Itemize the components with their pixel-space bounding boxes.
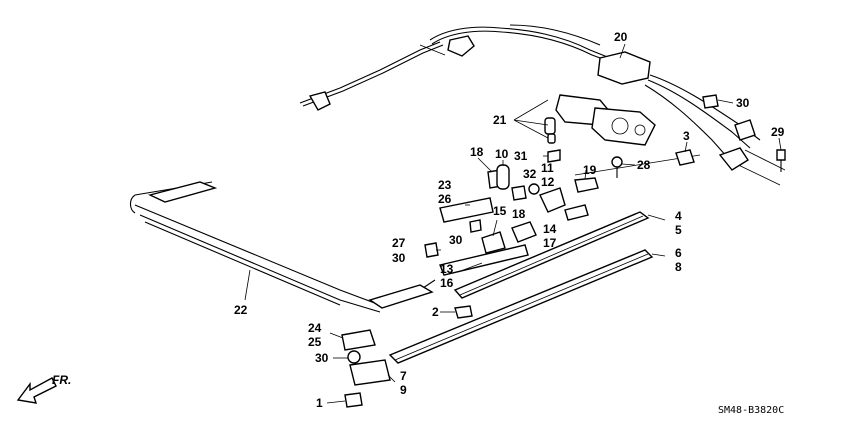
callout-28: 28 bbox=[637, 158, 651, 172]
sunroof-motor bbox=[544, 94, 656, 146]
callout-26: 26 bbox=[438, 192, 452, 206]
leader-lines bbox=[244, 43, 782, 404]
callout-16: 16 bbox=[440, 276, 454, 290]
callout-5: 5 bbox=[675, 223, 682, 237]
callout-27: 27 bbox=[392, 236, 406, 250]
callout-13: 13 bbox=[440, 262, 454, 276]
glass-frame bbox=[129, 181, 436, 313]
callout-12: 12 bbox=[541, 175, 555, 189]
cable-assembly bbox=[299, 24, 786, 186]
front-arrow-icon bbox=[16, 377, 57, 404]
callout-30: 30 bbox=[449, 233, 463, 247]
callout-29: 29 bbox=[771, 125, 785, 139]
callouts: 20 30 21 3 29 28 31 18 10 32 11 12 19 23… bbox=[234, 30, 785, 410]
callout-11: 11 bbox=[541, 161, 554, 175]
callout-30: 30 bbox=[392, 251, 406, 265]
callout-1: 1 bbox=[316, 396, 323, 410]
callout-20: 20 bbox=[614, 30, 628, 44]
callout-23: 23 bbox=[438, 178, 452, 192]
callout-32: 32 bbox=[523, 167, 537, 181]
callout-18: 18 bbox=[512, 207, 526, 221]
small-hardware bbox=[424, 94, 786, 258]
callout-2: 2 bbox=[432, 305, 439, 319]
front-direction-label: FR. bbox=[52, 373, 71, 387]
callout-9: 9 bbox=[400, 383, 407, 397]
callout-21: 21 bbox=[493, 113, 507, 127]
callout-24: 24 bbox=[308, 321, 322, 335]
front-direction-indicator: FR. bbox=[16, 373, 71, 404]
guide-rails bbox=[388, 211, 654, 364]
callout-31: 31 bbox=[514, 149, 528, 163]
drawing-code: SM48-B3820C bbox=[718, 405, 784, 416]
callout-22: 22 bbox=[234, 303, 248, 317]
callout-15: 15 bbox=[493, 204, 507, 218]
callout-19: 19 bbox=[583, 163, 597, 177]
callout-4: 4 bbox=[675, 209, 682, 223]
callout-25: 25 bbox=[308, 335, 322, 349]
callout-17: 17 bbox=[543, 236, 557, 250]
callout-14: 14 bbox=[543, 222, 557, 236]
callout-30: 30 bbox=[315, 351, 329, 365]
callout-10: 10 bbox=[495, 147, 509, 161]
callout-8: 8 bbox=[675, 260, 682, 274]
callout-6: 6 bbox=[675, 246, 682, 260]
callout-7: 7 bbox=[400, 369, 407, 383]
callout-3: 3 bbox=[683, 129, 690, 143]
lower-brackets bbox=[341, 329, 391, 408]
callout-30: 30 bbox=[736, 96, 750, 110]
callout-18: 18 bbox=[470, 145, 484, 159]
